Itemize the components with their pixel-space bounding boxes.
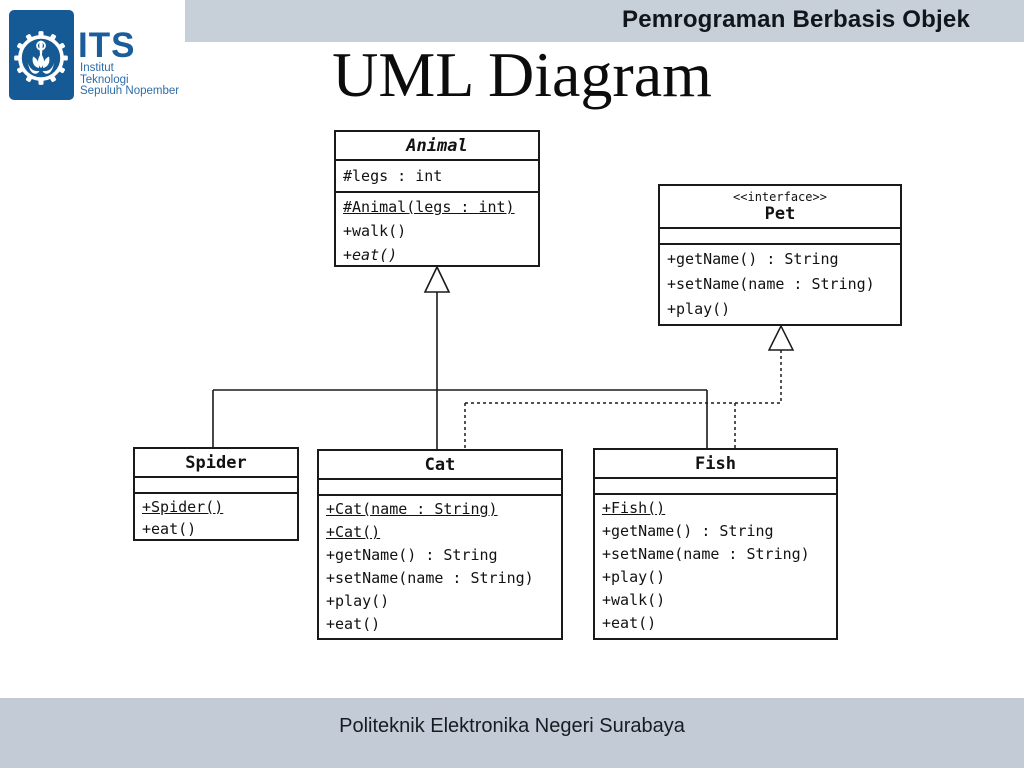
uml-methods-section: +Fish() +getName() : String +setName(name …	[595, 495, 836, 638]
uml-class-header-animal: Animal	[336, 132, 538, 161]
uml-method: +eat()	[142, 520, 197, 538]
uml-class-name: Animal	[406, 135, 468, 156]
realization-arrowhead-pet	[767, 324, 795, 351]
uml-method: +setName(name : String)	[602, 545, 810, 563]
generalization-arrowhead-animal	[423, 265, 451, 293]
uml-methods-section: #Animal(legs : int) +walk() +eat()	[336, 193, 538, 265]
footer-institution: Politeknik Elektronika Negeri Surabaya	[339, 715, 685, 737]
uml-class-header-fish: Fish	[595, 450, 836, 479]
uml-attributes-section	[595, 479, 836, 495]
page-title: UML Diagram	[332, 39, 712, 110]
generalization-lines	[212, 292, 708, 449]
uml-method: +setName(name : String)	[326, 569, 534, 587]
realization-lines	[464, 350, 782, 449]
uml-method: +eat()	[343, 246, 398, 264]
course-title: Pemrograman Berbasis Objek	[621, 6, 970, 33]
uml-method: +Spider()	[142, 498, 224, 516]
uml-class-cat: Cat +Cat(name : String) +Cat() +getName() :…	[317, 449, 563, 640]
its-line-2: Teknologi	[80, 73, 129, 86]
footer-bar: Politeknik Elektronika Negeri Surabaya	[0, 698, 1024, 768]
uml-attributes-section	[660, 229, 900, 245]
header-bar: Pemrograman Berbasis Objek	[185, 0, 1024, 42]
uml-method: +walk()	[602, 591, 666, 609]
uml-method: #Animal(legs : int)	[343, 198, 515, 216]
uml-class-name: Fish	[695, 453, 736, 474]
uml-class-name: Cat	[424, 454, 456, 475]
uml-method: +Cat()	[326, 523, 381, 541]
uml-method: +getName() : String	[326, 546, 498, 564]
uml-method: +setName(name : String)	[667, 275, 875, 293]
its-institution-name: Institut Teknologi Sepuluh Nopember	[80, 62, 180, 98]
uml-class-name: Spider	[185, 452, 247, 473]
uml-method: +getName() : String	[602, 522, 774, 540]
uml-attributes-section	[319, 480, 561, 496]
uml-attributes-section: #legs : int	[336, 161, 538, 193]
uml-method: +getName() : String	[667, 250, 839, 268]
uml-method: +walk()	[343, 222, 407, 240]
uml-class-name: Pet	[764, 203, 796, 224]
uml-class-fish: Fish +Fish() +getName() : String +setName(n…	[593, 448, 838, 640]
uml-method: +eat()	[326, 615, 381, 633]
uml-method: +Cat(name : String)	[326, 500, 498, 518]
uml-method: +eat()	[602, 614, 657, 632]
uml-class-header-pet: <<interface>>Pet	[660, 186, 900, 229]
uml-attribute: #legs : int	[343, 167, 443, 185]
its-line-3: Sepuluh Nopember	[80, 85, 180, 97]
uml-methods-section: +Cat(name : String) +Cat() +getName() : St…	[319, 496, 561, 638]
uml-class-pet: <<interface>>Pet +getName() : String +setN…	[658, 184, 902, 326]
uml-class-header-spider: Spider	[135, 449, 297, 478]
uml-class-spider: Spider +Spider() +eat()	[133, 447, 299, 541]
uml-methods-section: +Spider() +eat()	[135, 494, 297, 539]
uml-attributes-section	[135, 478, 297, 494]
uml-method: +play()	[602, 568, 666, 586]
its-line-1: Institut	[80, 62, 114, 74]
its-acronym: ITS	[78, 26, 136, 65]
uml-method: +Fish()	[602, 499, 666, 517]
uml-method: +play()	[326, 592, 390, 610]
uml-methods-section: +getName() : String +setName(name : Strin…	[660, 245, 900, 324]
uml-stereotype: <<interface>>	[733, 189, 827, 204]
uml-class-header-cat: Cat	[319, 451, 561, 480]
uml-method: +play()	[667, 300, 731, 318]
uml-class-animal: Animal #legs : int #Animal(legs : int) +wal…	[334, 130, 540, 267]
its-gear-icon	[14, 31, 68, 85]
its-logo	[9, 10, 74, 100]
